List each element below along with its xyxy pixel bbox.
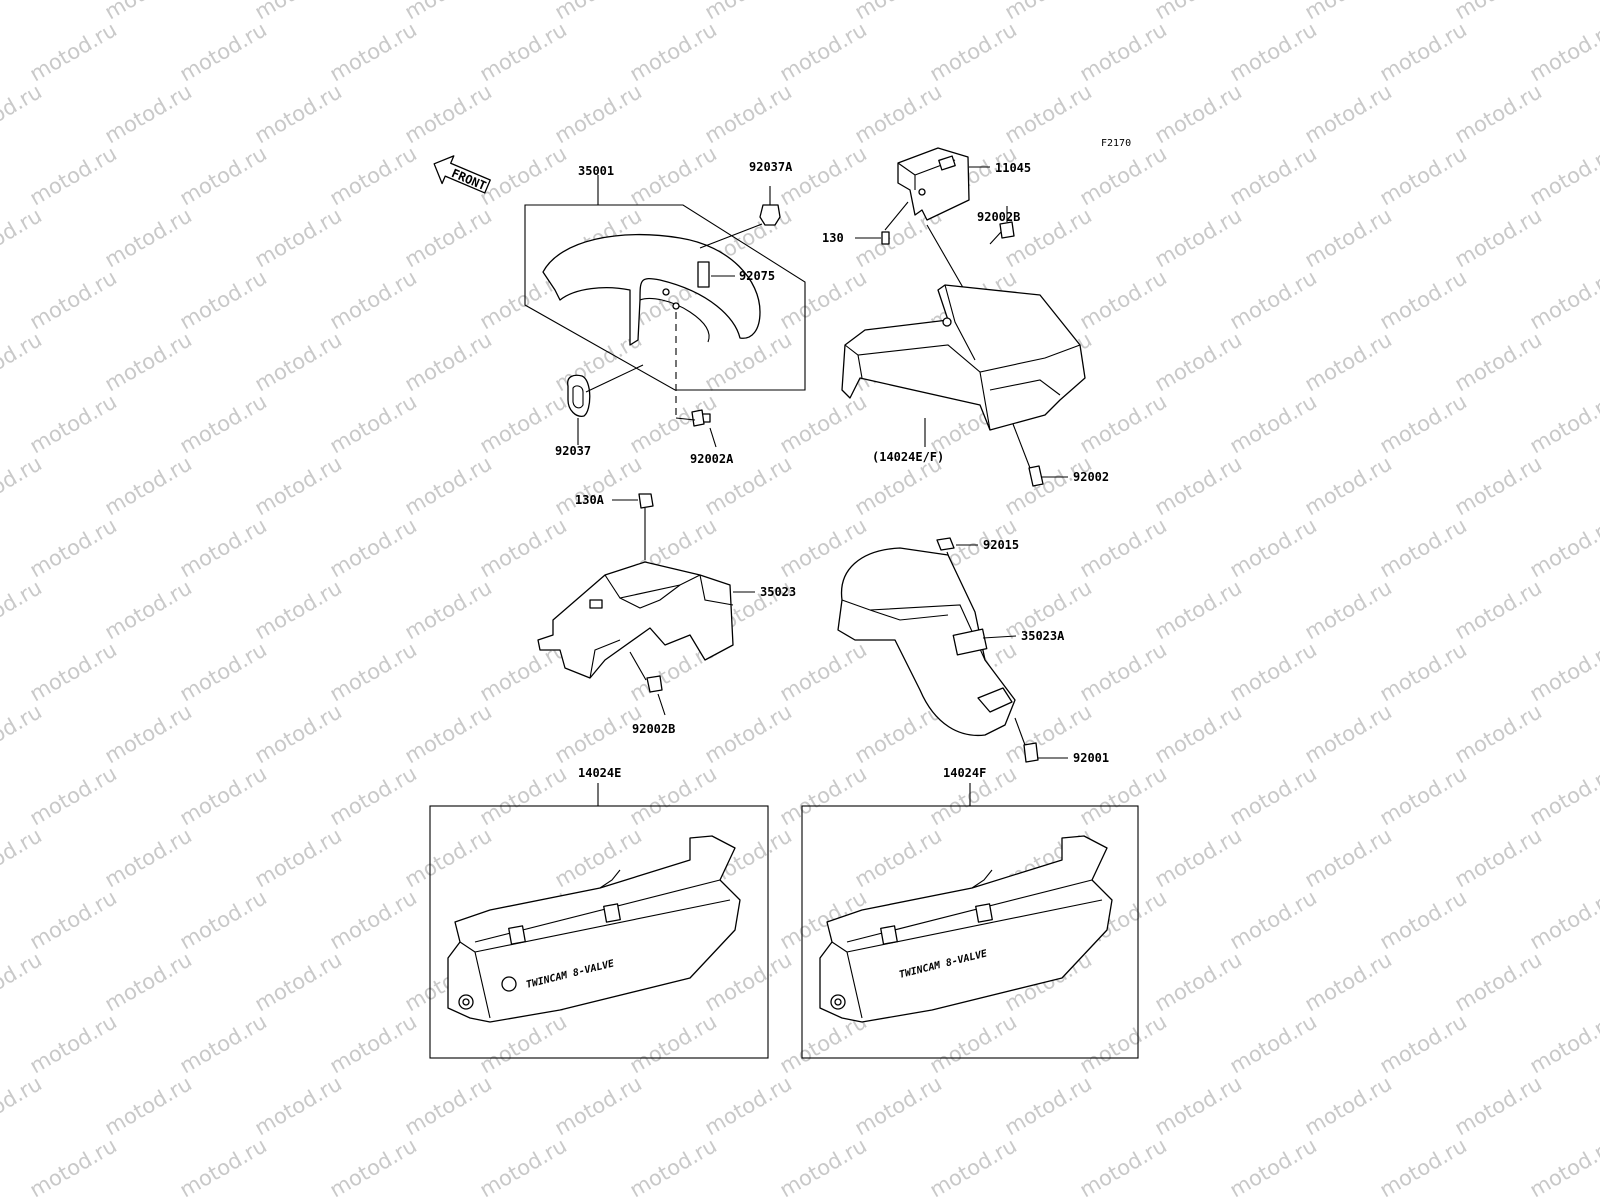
callout-35023A: 35023A <box>1021 629 1065 643</box>
callout-92037A: 92037A <box>749 160 793 174</box>
callout-14024F: 14024F <box>943 766 986 780</box>
cowl-14024E-frame <box>429 805 769 1059</box>
callout-92002B-top: 92002B <box>977 210 1020 224</box>
callout-92002B-bottom: 92002B <box>632 722 675 736</box>
block-92075 <box>697 261 710 288</box>
callout-92015: 92015 <box>983 538 1019 552</box>
rear-fender-group: 92015 35023A 92001 <box>837 537 1109 765</box>
bolt-92002 <box>1012 423 1068 487</box>
bolt-92001 <box>1014 717 1068 763</box>
front-arrow-label: FRONT <box>449 166 488 193</box>
bolt-92002A <box>691 409 711 427</box>
bolt-130 <box>855 201 909 245</box>
inner-fender-group: 130A 35023 92002B <box>537 493 796 736</box>
callout-92002: 92002 <box>1073 470 1109 484</box>
figure-id: F2170 <box>1101 138 1131 149</box>
grommet-92037A <box>759 204 781 226</box>
cowl-14024E-panel: 14024E TWINCAM 8-VALVE <box>429 766 769 1059</box>
callout-11045: 11045 <box>995 161 1031 175</box>
grommet-92037 <box>567 374 591 417</box>
front-fender-group: 35001 92037A 92075 92037 92002A <box>524 160 806 466</box>
callout-130A: 130A <box>575 493 605 507</box>
cowl-14024F <box>819 835 1113 1023</box>
callout-92001: 92001 <box>1073 751 1109 765</box>
callout-92037: 92037 <box>555 444 591 458</box>
callout-35001: 35001 <box>578 164 614 178</box>
cowl-14024F-panel: 14024F TWINCAM 8-VALVE <box>801 766 1139 1059</box>
callout-14024E: 14024E <box>578 766 621 780</box>
callout-92002A: 92002A <box>690 452 734 466</box>
inner-fender-35023 <box>537 561 734 679</box>
front-fender-kit-frame <box>524 184 806 391</box>
front-direction-arrow: FRONT <box>433 155 491 194</box>
rear-fender-35023A <box>837 547 1016 737</box>
cowl-14024E <box>447 835 741 1023</box>
bracket-11045 <box>897 147 970 221</box>
front-fender-35001 <box>542 233 761 346</box>
callout-14024EF: (14024E/F) <box>872 450 944 464</box>
callout-130: 130 <box>822 231 844 245</box>
clip-92015 <box>936 537 955 551</box>
cowl-14024F-frame <box>801 805 1139 1059</box>
callout-35023: 35023 <box>760 585 796 599</box>
bolt-92002B-bottom <box>629 651 666 716</box>
bolt-92002B-top <box>989 206 1015 245</box>
rear-cowl-group: 11045 130 92002B (14024E/F) <box>822 147 1109 487</box>
callout-92075: 92075 <box>739 269 775 283</box>
bolt-130A <box>612 493 654 560</box>
front-arrow-shape <box>433 155 491 194</box>
